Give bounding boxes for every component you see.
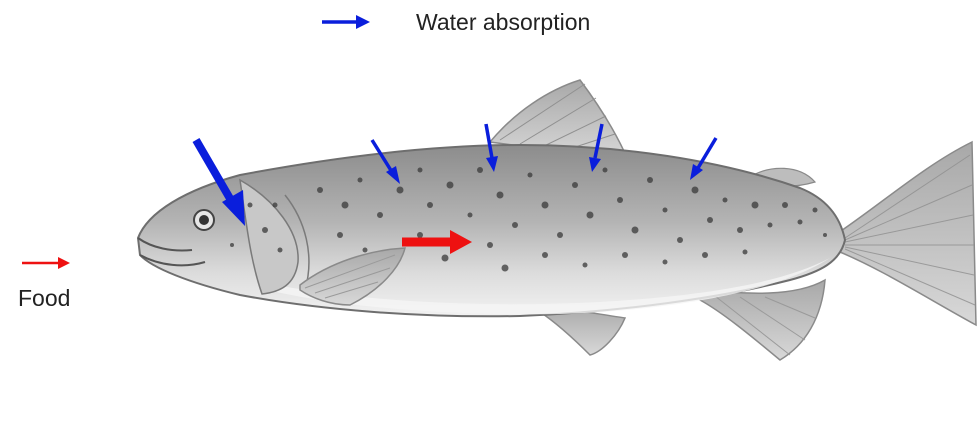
legend-water-arrow-icon [322,15,370,29]
legend-food-arrow-icon [22,257,70,269]
tail-fin [835,142,976,325]
trout-icon [138,80,976,360]
food-label: Food [18,287,70,310]
water-absorption-label: Water absorption [416,11,590,34]
